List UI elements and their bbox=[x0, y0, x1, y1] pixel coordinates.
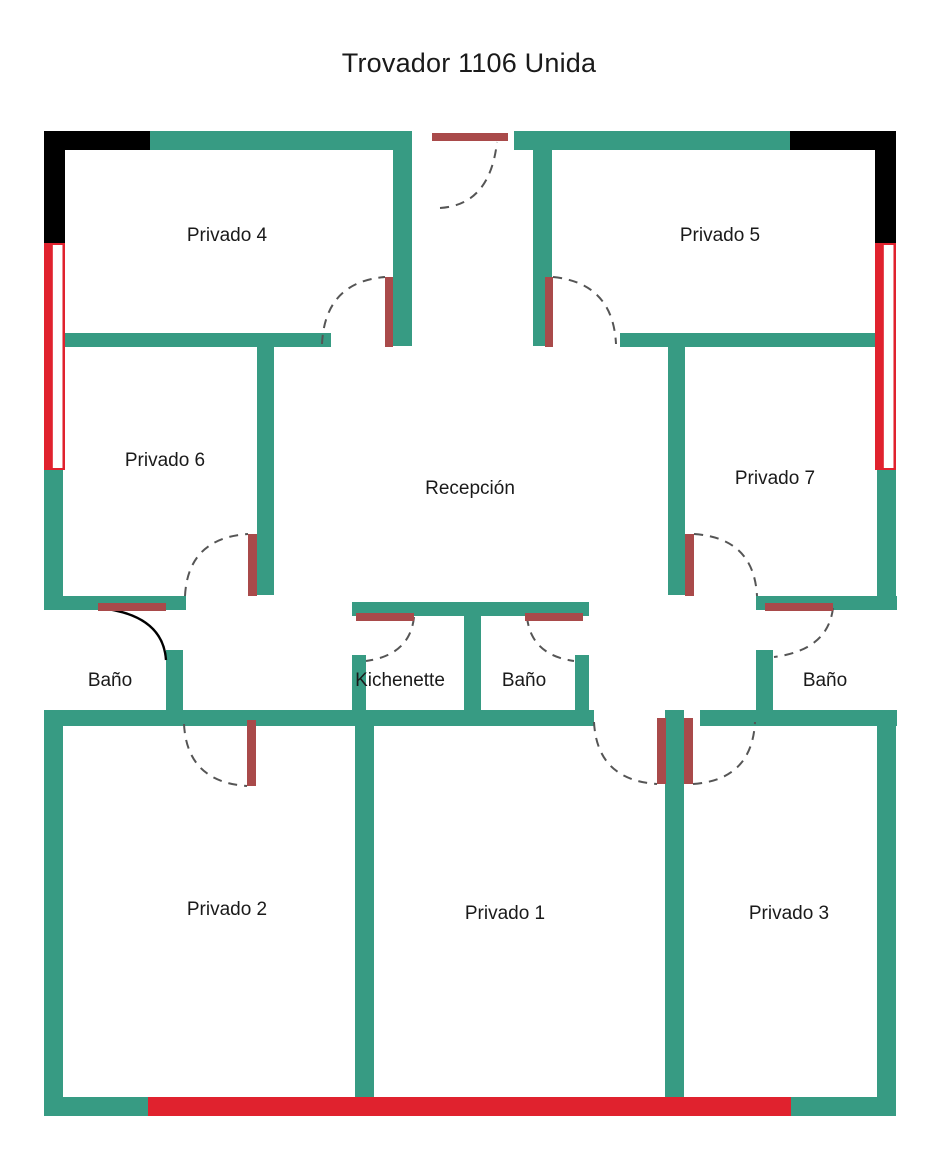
door-privado-2 bbox=[247, 720, 256, 786]
window-right bbox=[875, 243, 896, 470]
top-left-corner-horizontal bbox=[44, 131, 150, 150]
door-entry-main-swing-arc bbox=[439, 141, 498, 209]
door-kichenette bbox=[356, 613, 414, 621]
door-bano-left-swing-arc bbox=[99, 606, 168, 661]
top-wall-right-segment bbox=[514, 131, 794, 150]
room-label-privado-6: Privado 6 bbox=[125, 450, 205, 471]
room-label-recepcion: Recepción bbox=[425, 478, 515, 499]
privado7-left-wall bbox=[668, 340, 685, 595]
door-bano-right-swing-arc bbox=[773, 607, 834, 658]
room-label-bano-center: Baño bbox=[502, 670, 546, 691]
privado1-right-wall bbox=[665, 710, 684, 1108]
windows-layer bbox=[44, 243, 896, 1116]
door-bano-left bbox=[98, 603, 166, 611]
right-exterior-main bbox=[877, 710, 896, 1108]
window-right-inner-stripe bbox=[883, 245, 894, 468]
door-privado-4 bbox=[385, 277, 393, 347]
door-privado-3-swing-arc bbox=[692, 721, 756, 785]
mid-horizontal-center bbox=[254, 710, 594, 726]
top-right-corner-vertical bbox=[875, 131, 896, 243]
door-privado-1-swing-arc bbox=[593, 721, 658, 785]
privado4-bottom-wall bbox=[60, 333, 331, 347]
bottom-wall-right-stub bbox=[791, 1097, 896, 1116]
mid-horizontal-left bbox=[44, 710, 254, 726]
bano-center-right-wall bbox=[575, 655, 589, 720]
room-label-bano-left: Baño bbox=[88, 670, 132, 691]
privado5-bottom-wall bbox=[620, 333, 882, 347]
door-privado-3 bbox=[684, 718, 693, 784]
right-exterior-lower bbox=[877, 470, 896, 605]
mid-horizontal-right bbox=[700, 710, 897, 726]
left-exterior-lower bbox=[44, 470, 63, 605]
top-wall-left-segment bbox=[150, 131, 412, 150]
door-leaves-layer bbox=[98, 133, 833, 786]
door-privado-7 bbox=[685, 534, 694, 596]
bottom-wall-left-stub bbox=[44, 1097, 148, 1116]
door-privado-2-swing-arc bbox=[183, 723, 248, 787]
top-left-corner-vertical bbox=[44, 131, 65, 243]
page-title: Trovador 1106 Unida bbox=[341, 48, 597, 78]
kitchen-right-wall bbox=[464, 610, 481, 720]
door-privado-6 bbox=[248, 534, 257, 596]
window-left bbox=[44, 243, 65, 470]
walls-teal-layer bbox=[44, 131, 897, 1116]
window-bottom-band bbox=[148, 1097, 791, 1116]
door-privado-7-swing-arc bbox=[693, 533, 758, 597]
door-privado-6-swing-arc bbox=[184, 533, 249, 597]
window-left-inner-stripe bbox=[52, 245, 63, 468]
door-arcs-layer bbox=[99, 141, 834, 787]
privado6-right-wall bbox=[257, 340, 274, 595]
room-label-privado-5: Privado 5 bbox=[680, 225, 760, 246]
door-bano-center bbox=[525, 613, 583, 621]
top-right-corner-horizontal bbox=[790, 131, 896, 150]
door-privado-1 bbox=[657, 718, 666, 784]
left-exterior-main bbox=[44, 710, 63, 1108]
room-label-privado-7: Privado 7 bbox=[735, 468, 815, 489]
kitchen-top-wall bbox=[352, 602, 589, 616]
door-entry-main bbox=[432, 133, 508, 141]
room-label-privado-4: Privado 4 bbox=[187, 225, 268, 246]
door-bano-center-swing-arc bbox=[526, 616, 575, 662]
door-bano-right bbox=[765, 603, 833, 611]
room-label-privado-1: Privado 1 bbox=[465, 903, 545, 924]
privado2-right-wall bbox=[355, 710, 374, 1108]
bano-right-left-wall bbox=[756, 650, 773, 724]
door-privado-4-swing-arc bbox=[321, 276, 386, 345]
room-label-kichenette: Kichenette bbox=[355, 670, 445, 691]
door-privado-5-swing-arc bbox=[552, 276, 617, 345]
room-label-privado-3: Privado 3 bbox=[749, 903, 829, 924]
privado4-right-wall bbox=[393, 131, 412, 346]
kitchen-left-wall bbox=[352, 655, 366, 720]
room-label-privado-2: Privado 2 bbox=[187, 899, 267, 920]
bano-left-right-wall bbox=[166, 650, 183, 724]
walls-black-layer bbox=[44, 131, 896, 243]
room-label-bano-right: Baño bbox=[803, 670, 847, 691]
window-bottom bbox=[148, 1097, 791, 1116]
door-privado-5 bbox=[545, 277, 553, 347]
door-kichenette-swing-arc bbox=[365, 616, 415, 662]
